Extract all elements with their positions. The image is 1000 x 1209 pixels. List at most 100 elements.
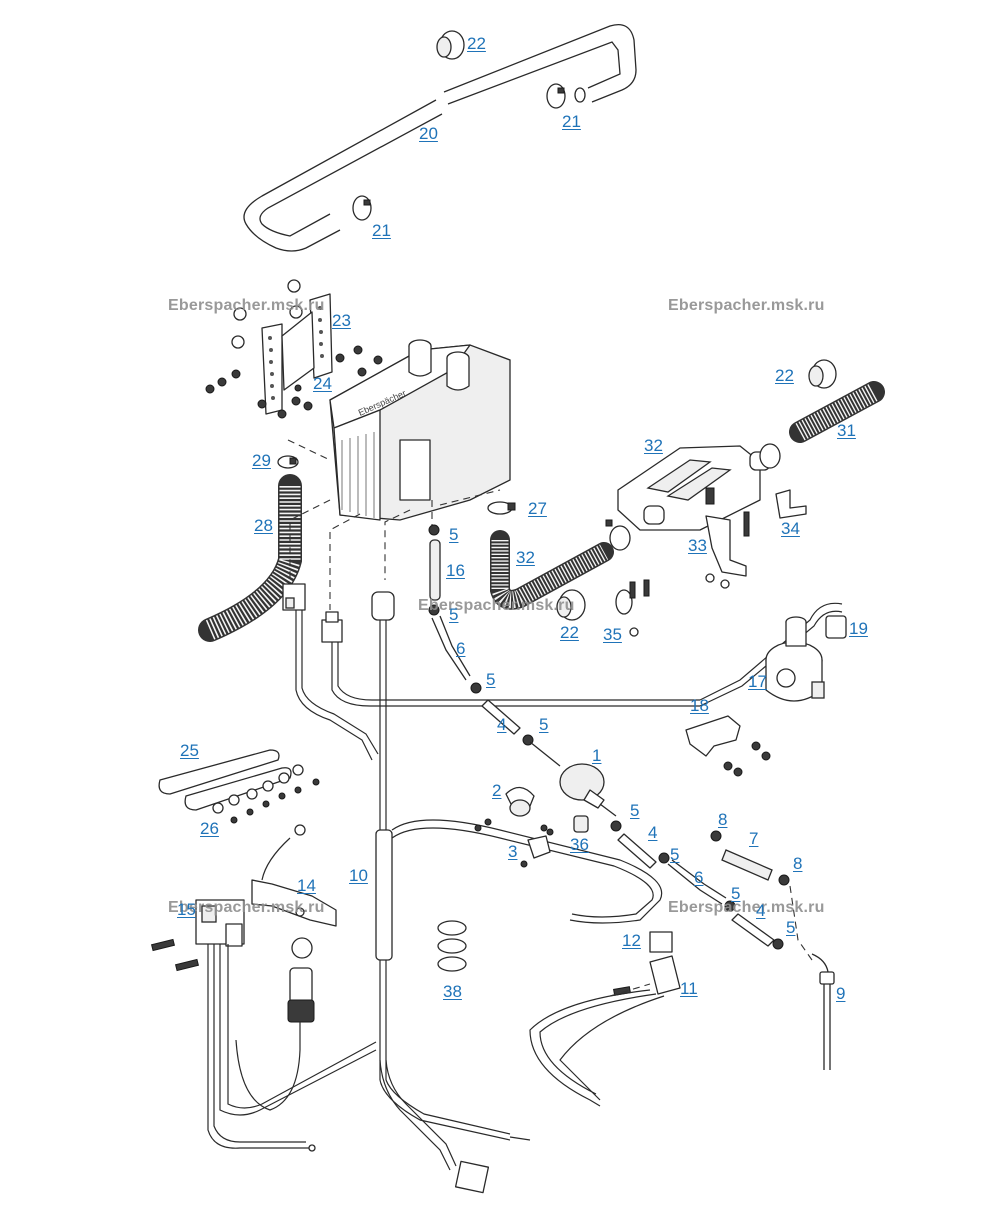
- exhaust-pipe-32: [490, 530, 614, 610]
- fuel-filter-16: [428, 524, 471, 681]
- part-label-34[interactable]: 34: [781, 519, 800, 538]
- watermark: Eberspacher.msk.ru: [168, 297, 325, 314]
- relay-base-11: [529, 955, 681, 1107]
- strip-screws-26: [212, 764, 320, 824]
- intake-hose-28: [198, 474, 302, 642]
- part-label-31[interactable]: 31: [837, 421, 856, 440]
- protection-hose-7: [710, 830, 813, 961]
- part-label-23[interactable]: 23: [332, 311, 351, 330]
- perforated-strips-25: [158, 749, 292, 811]
- part-label-5[interactable]: 5: [486, 670, 496, 689]
- part-label-15[interactable]: 15: [177, 900, 196, 919]
- part-label-11[interactable]: 11: [680, 979, 698, 998]
- pump-holder-2: [474, 786, 535, 832]
- part-label-2[interactable]: 2: [492, 781, 502, 800]
- part-label-5[interactable]: 5: [539, 715, 549, 734]
- hose-clamp-21-right: [546, 83, 566, 109]
- pipe-clip-35: [615, 579, 650, 637]
- holder-bracket-3: [520, 824, 554, 868]
- part-label-28[interactable]: 28: [254, 516, 273, 535]
- exhaust-clamp-32: [605, 519, 631, 551]
- fuse-holder-bracket-14: [251, 879, 337, 927]
- part-label-19[interactable]: 19: [849, 619, 868, 638]
- part-label-21[interactable]: 21: [372, 221, 391, 240]
- cable-ties-38: [437, 920, 467, 972]
- exhaust-clamp-27: [487, 501, 516, 515]
- exhaust-silencer-32: [617, 443, 781, 531]
- part-label-27[interactable]: 27: [528, 499, 547, 518]
- hose-clamp-21-left: [352, 195, 372, 221]
- mounting-screws: [205, 345, 383, 419]
- part-label-5[interactable]: 5: [630, 801, 640, 820]
- part-label-22[interactable]: 22: [560, 623, 579, 642]
- part-label-4[interactable]: 4: [497, 715, 507, 734]
- part-label-5[interactable]: 5: [670, 845, 680, 864]
- relay-12: [649, 931, 673, 953]
- exhaust-flex-31: [789, 381, 885, 443]
- part-label-6[interactable]: 6: [694, 868, 704, 887]
- part-label-26[interactable]: 26: [200, 819, 219, 838]
- part-label-16[interactable]: 16: [446, 561, 465, 580]
- part-label-9[interactable]: 9: [836, 984, 846, 1003]
- part-label-14[interactable]: 14: [297, 876, 316, 895]
- harness-plug-end: [454, 1160, 490, 1194]
- part-label-24[interactable]: 24: [313, 374, 332, 393]
- part-label-10[interactable]: 10: [349, 866, 368, 885]
- part-label-18[interactable]: 18: [690, 696, 709, 715]
- part-label-3[interactable]: 3: [508, 842, 518, 861]
- part-label-6[interactable]: 6: [456, 639, 466, 658]
- part-label-32[interactable]: 32: [516, 548, 535, 567]
- part-label-20[interactable]: 20: [419, 124, 438, 143]
- wiring-harness-10: [295, 602, 843, 1171]
- coolant-hose-20: [243, 23, 637, 252]
- watermark: Eberspacher.msk.ru: [168, 899, 325, 916]
- part-label-5[interactable]: 5: [449, 525, 459, 544]
- heater-unit: Eberspächer: [329, 339, 511, 521]
- fuse-14-part: [235, 937, 315, 1111]
- part-label-5[interactable]: 5: [449, 605, 459, 624]
- connector-plug-c: [371, 591, 395, 621]
- part-label-33[interactable]: 33: [688, 536, 707, 555]
- part-label-29[interactable]: 29: [252, 451, 271, 470]
- part-label-35[interactable]: 35: [603, 625, 622, 644]
- relay-socket-15: [195, 899, 245, 947]
- part-label-36[interactable]: 36: [570, 835, 589, 854]
- fuel-standpipe-9: [811, 953, 835, 1070]
- silencer-bracket-33: [705, 511, 750, 589]
- part-label-7[interactable]: 7: [749, 829, 759, 848]
- connector-plug-b: [321, 611, 343, 643]
- part-label-4[interactable]: 4: [648, 823, 658, 842]
- part-label-5[interactable]: 5: [786, 918, 796, 937]
- watermark: Eberspacher.msk.ru: [418, 597, 575, 614]
- pump-connector-19: [825, 615, 847, 639]
- metering-pump-1: [522, 734, 617, 817]
- pump-plug-36: [573, 815, 589, 833]
- part-label-8[interactable]: 8: [793, 854, 803, 873]
- hose-connector-22-top: [436, 30, 465, 60]
- part-label-8[interactable]: 8: [718, 810, 728, 829]
- part-label-17[interactable]: 17: [748, 672, 767, 691]
- part-label-12[interactable]: 12: [622, 931, 641, 950]
- hose-connector-22-right: [808, 359, 837, 389]
- angle-bracket-34: [775, 489, 807, 519]
- watermark: Eberspacher.msk.ru: [668, 297, 825, 314]
- fuel-line-lower: [610, 820, 784, 950]
- part-label-22[interactable]: 22: [775, 366, 794, 385]
- part-label-1[interactable]: 1: [592, 746, 602, 765]
- intake-clamp-29: [277, 455, 299, 469]
- part-label-4[interactable]: 4: [756, 901, 766, 920]
- rivets-15: [150, 938, 200, 972]
- part-label-25[interactable]: 25: [180, 741, 199, 760]
- circulation-pump-17: [765, 616, 825, 702]
- part-label-22[interactable]: 22: [467, 34, 486, 53]
- watermark: Eberspacher.msk.ru: [668, 899, 825, 916]
- part-label-38[interactable]: 38: [443, 982, 462, 1001]
- part-label-21[interactable]: 21: [562, 112, 581, 131]
- connector-plug-a: [282, 583, 306, 611]
- fuel-hose-4-upper: [470, 682, 521, 735]
- part-label-32[interactable]: 32: [644, 436, 663, 455]
- relay-wiring: [207, 824, 377, 1152]
- pump-bracket-18: [685, 715, 771, 777]
- part-label-5[interactable]: 5: [731, 884, 741, 903]
- mounting-nuts: [231, 279, 303, 349]
